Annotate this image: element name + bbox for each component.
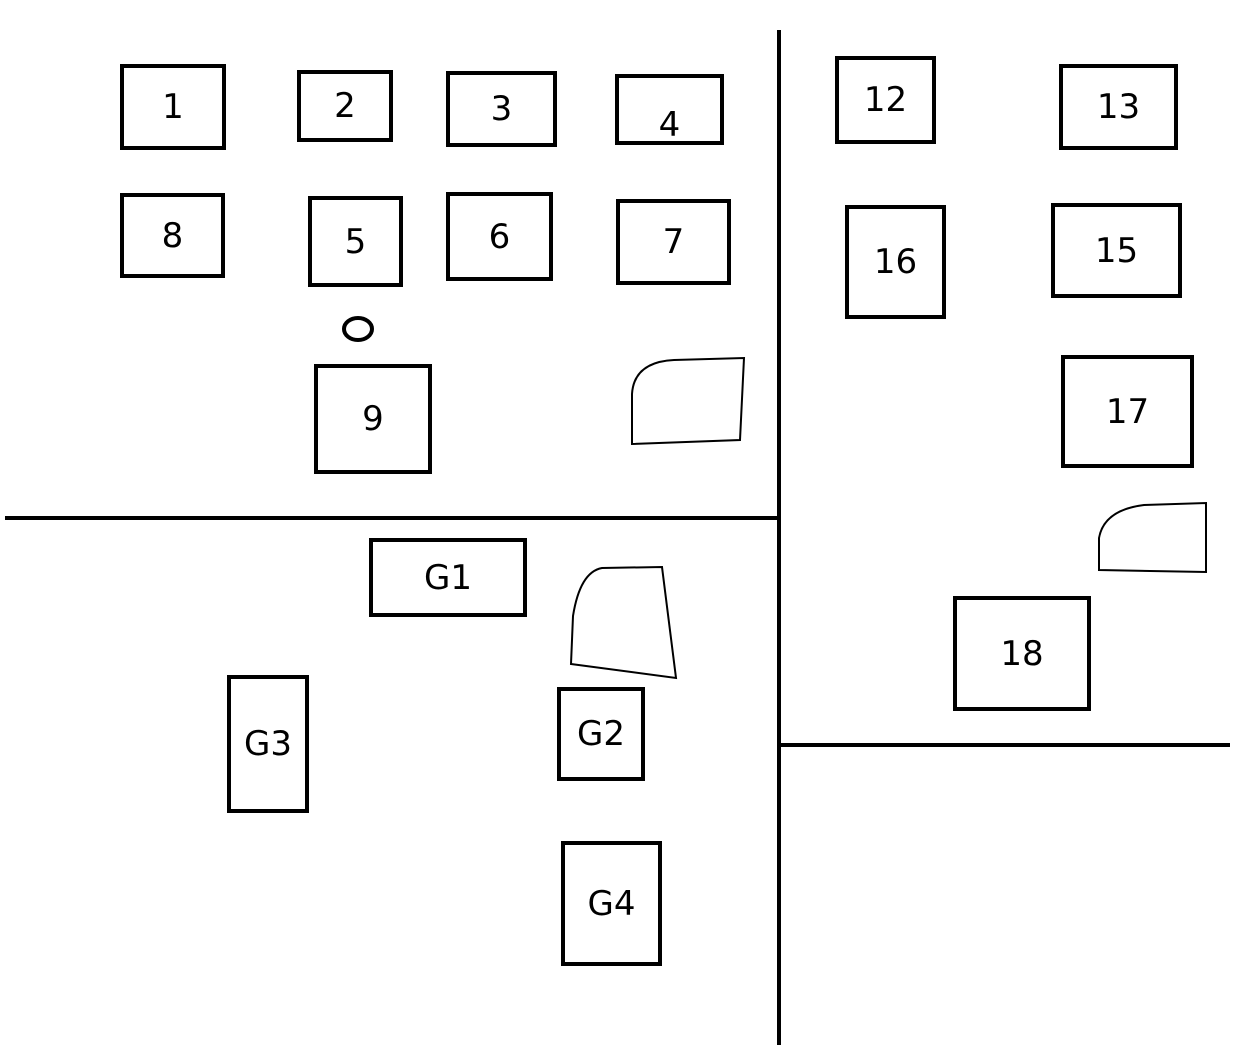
box-3: 3	[446, 71, 557, 147]
box-16: 16	[845, 205, 946, 319]
box-g2-label: G2	[577, 714, 625, 754]
box-18: 18	[953, 596, 1091, 711]
box-g1: G1	[369, 538, 527, 617]
box-1: 1	[120, 64, 226, 150]
box-7-label: 7	[662, 222, 685, 262]
box-g4-label: G4	[587, 883, 636, 924]
box-18-label: 18	[1000, 633, 1044, 674]
divider-horizontal-left	[5, 516, 781, 520]
box-6: 6	[446, 192, 553, 281]
box-g3: G3	[227, 675, 309, 813]
box-6-label: 6	[488, 216, 511, 257]
box-7: 7	[616, 199, 731, 285]
box-1-label: 1	[162, 87, 184, 127]
box-4: 4	[615, 74, 724, 145]
box-13-label: 13	[1096, 87, 1141, 127]
box-g2: G2	[557, 687, 645, 781]
box-17-label: 17	[1105, 391, 1150, 432]
box-16-label: 16	[873, 242, 918, 282]
divider-vertical	[777, 30, 781, 1045]
curved-shape-1	[631, 356, 746, 446]
box-g3-label: G3	[244, 724, 292, 764]
divider-horizontal-right	[779, 743, 1230, 747]
box-2: 2	[297, 70, 393, 142]
box-15: 15	[1051, 203, 1182, 298]
box-12: 12	[835, 56, 936, 144]
box-13: 13	[1059, 64, 1178, 150]
box-8: 8	[120, 193, 225, 278]
curved-shape-3	[569, 565, 678, 680]
box-g4: G4	[561, 841, 662, 966]
curved-shape-2	[1098, 501, 1207, 574]
box-g1-label: G1	[424, 557, 472, 598]
box-9-label: 9	[362, 399, 384, 439]
circle-marker	[342, 316, 374, 342]
box-15-label: 15	[1094, 230, 1139, 271]
box-3-label: 3	[490, 89, 513, 129]
box-9: 9	[314, 364, 432, 474]
box-4-label: 4	[658, 104, 681, 145]
box-17: 17	[1061, 355, 1194, 468]
box-5-label: 5	[344, 221, 367, 262]
box-12-label: 12	[863, 80, 908, 120]
box-2-label: 2	[334, 86, 356, 126]
box-8-label: 8	[161, 215, 184, 256]
box-5: 5	[308, 196, 403, 287]
